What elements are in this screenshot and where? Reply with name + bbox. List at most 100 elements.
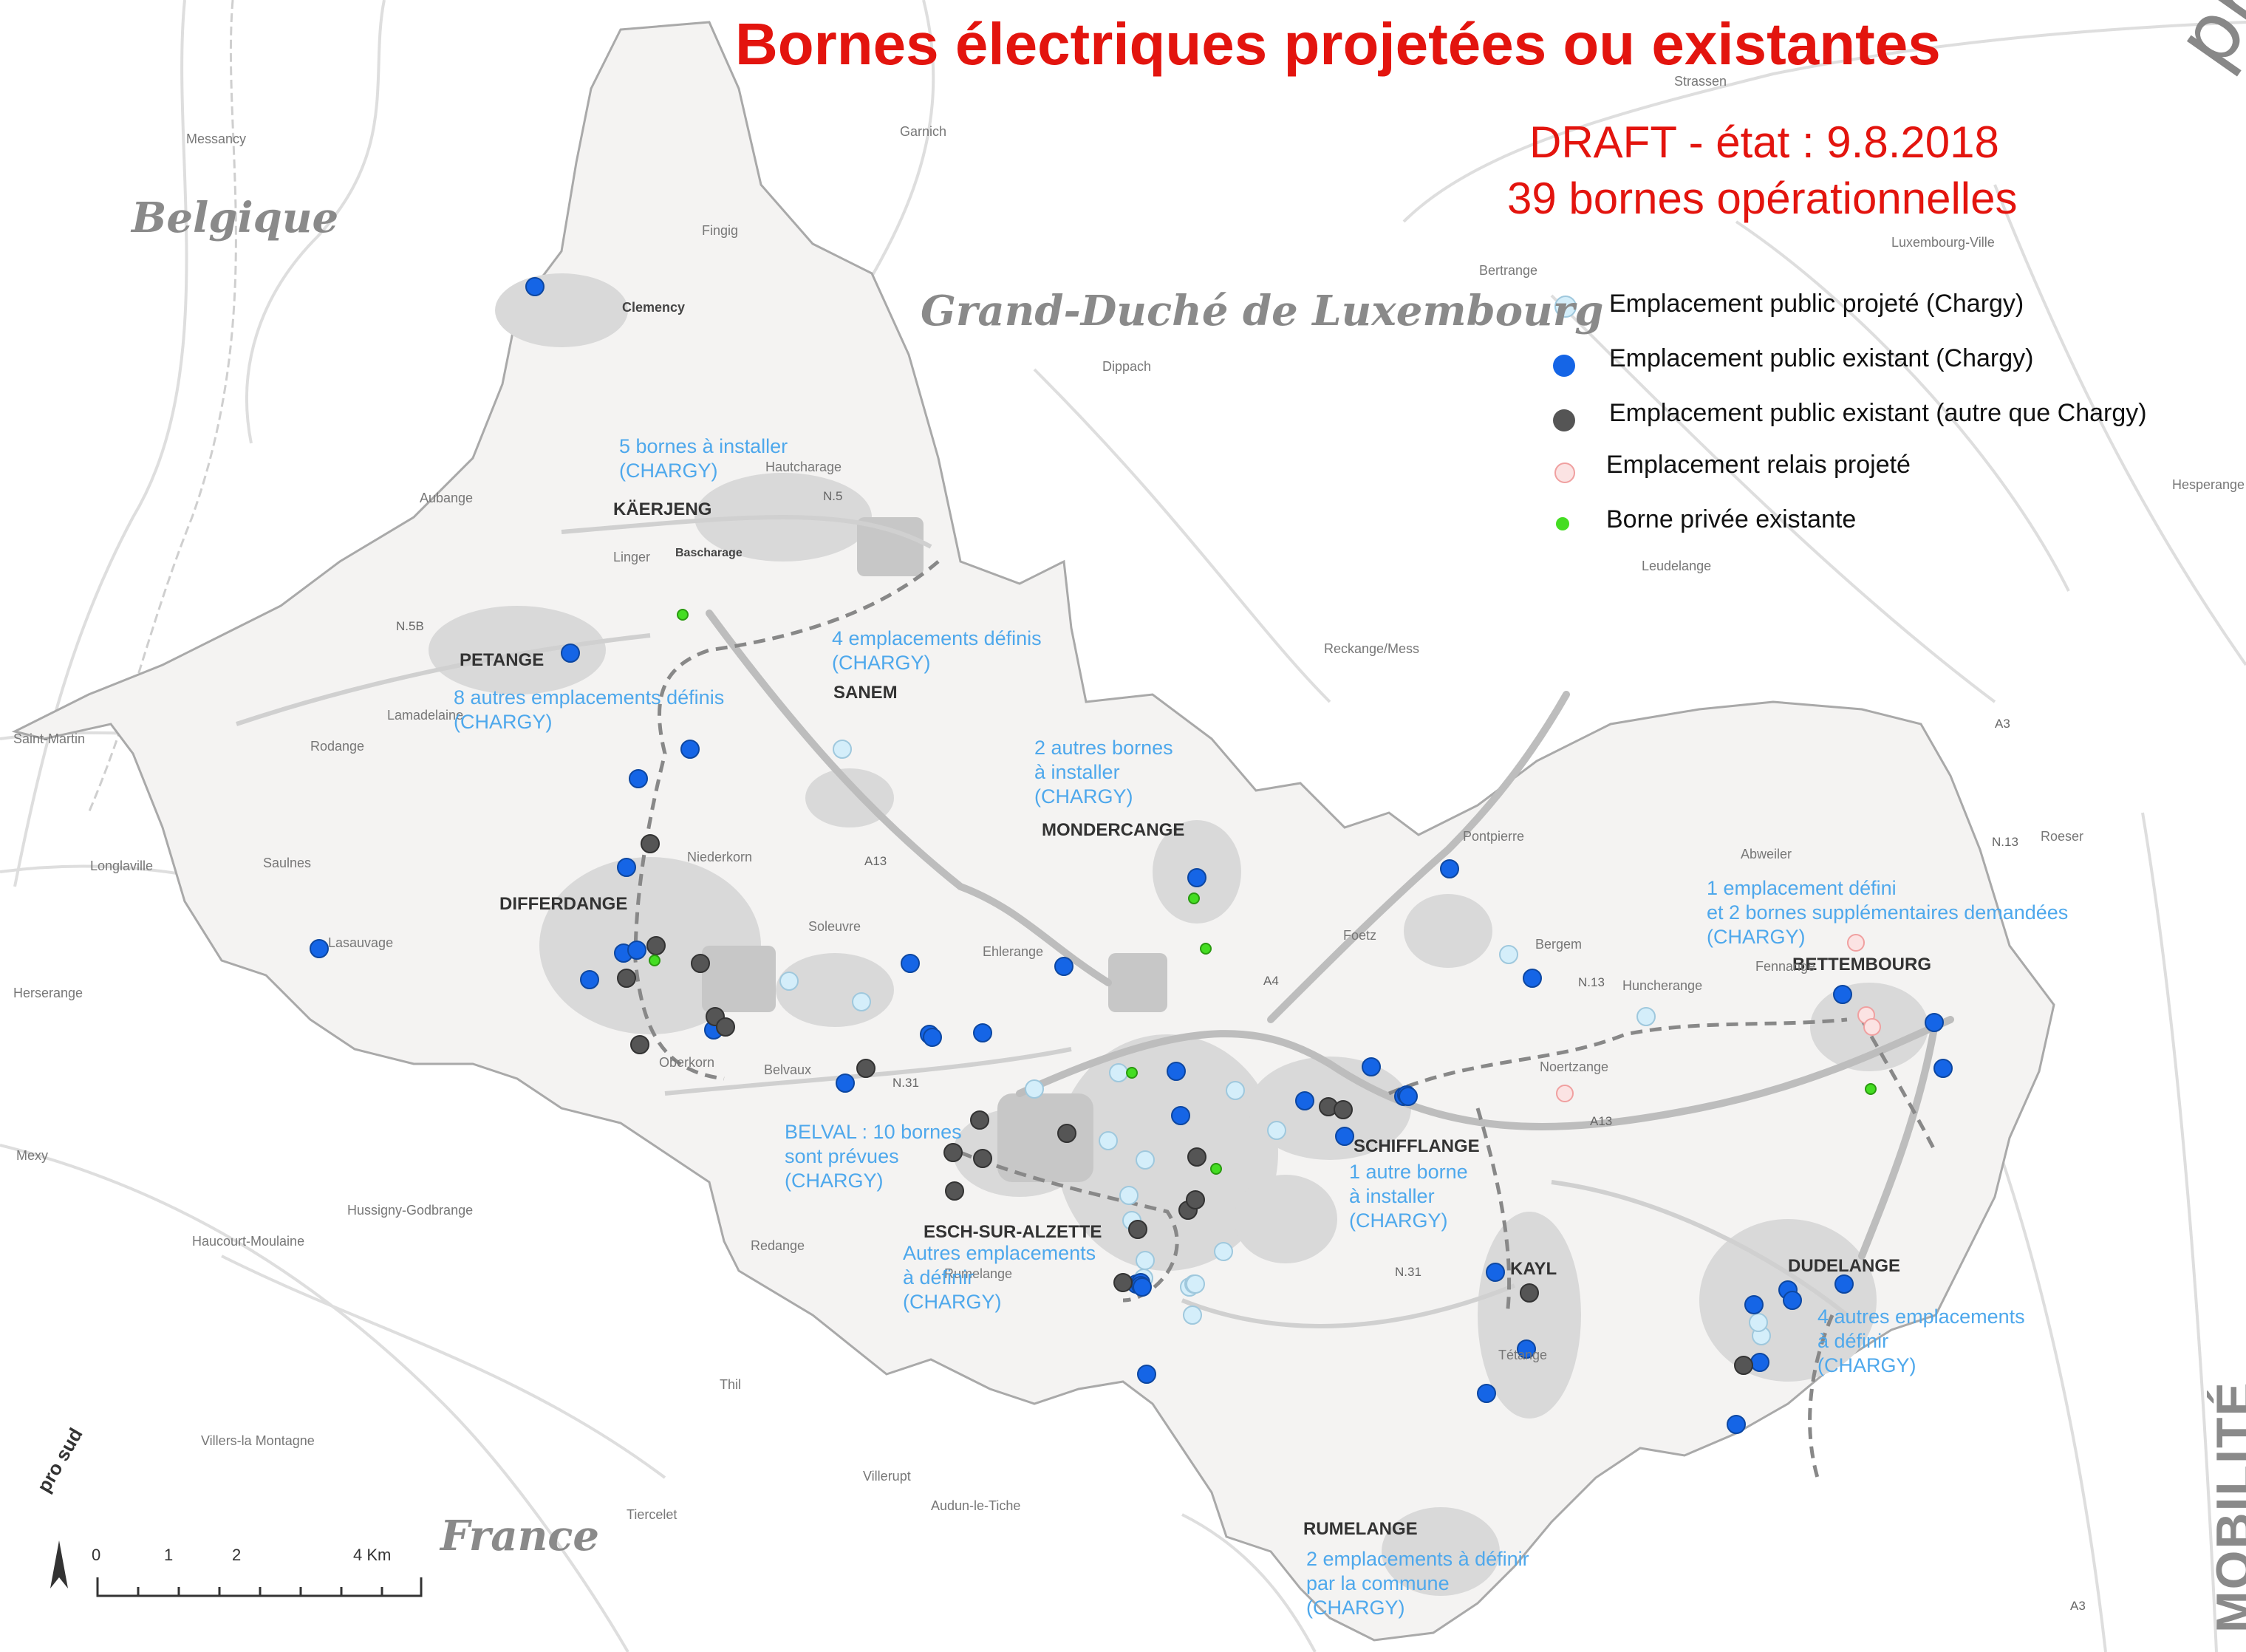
marker-public-existant-chargy[interactable] xyxy=(1137,1365,1156,1384)
marker-public-existant-chargy[interactable] xyxy=(1834,1274,1854,1294)
marker-public-existant-chargy[interactable] xyxy=(617,858,636,877)
note-belval: BELVAL : 10 bornes sont prévues (CHARGY) xyxy=(785,1121,962,1192)
marker-privee-existante[interactable] xyxy=(1210,1163,1222,1175)
marker-public-existant-autre[interactable] xyxy=(856,1059,875,1078)
marker-public-existant-chargy[interactable] xyxy=(923,1028,942,1047)
marker-public-existant-chargy[interactable] xyxy=(1486,1263,1505,1282)
marker-public-existant-autre[interactable] xyxy=(1734,1356,1753,1375)
commune-label: BETTEMBOURG xyxy=(1792,955,1931,975)
road-label: A13 xyxy=(864,854,887,868)
marker-relais-projete[interactable] xyxy=(1847,934,1865,952)
marker-public-existant-chargy[interactable] xyxy=(1477,1384,1496,1403)
marker-public-existant-chargy[interactable] xyxy=(1750,1353,1769,1372)
locality-label: Luxembourg-Ville xyxy=(1891,235,1995,250)
marker-public-existant-autre[interactable] xyxy=(646,936,666,955)
locality-label: Haucourt-Moulaine xyxy=(192,1234,305,1249)
marker-public-existant-autre[interactable] xyxy=(1520,1283,1539,1303)
marker-public-projete[interactable] xyxy=(1136,1150,1155,1170)
marker-public-existant-chargy[interactable] xyxy=(1727,1415,1746,1434)
marker-public-projete[interactable] xyxy=(1186,1274,1205,1294)
country-label-france: France xyxy=(440,1512,600,1560)
marker-public-existant-chargy[interactable] xyxy=(1925,1013,1944,1032)
marker-privee-existante[interactable] xyxy=(1200,943,1212,955)
marker-public-existant-autre[interactable] xyxy=(1186,1190,1205,1209)
marker-public-existant-autre[interactable] xyxy=(617,969,636,988)
marker-public-existant-chargy[interactable] xyxy=(836,1074,855,1093)
locality-label: Oberkorn xyxy=(659,1055,715,1070)
legend-label-public-existant-chargy: Emplacement public existant (Chargy) xyxy=(1609,344,2034,372)
marker-public-existant-chargy[interactable] xyxy=(1933,1059,1953,1078)
marker-privee-existante[interactable] xyxy=(1188,892,1200,904)
marker-public-projete[interactable] xyxy=(1183,1305,1202,1325)
marker-public-existant-autre[interactable] xyxy=(1334,1100,1353,1119)
marker-public-projete[interactable] xyxy=(1214,1242,1233,1261)
marker-privee-existante[interactable] xyxy=(1126,1067,1138,1079)
marker-public-existant-chargy[interactable] xyxy=(1744,1295,1764,1314)
marker-public-existant-autre[interactable] xyxy=(630,1035,649,1054)
marker-public-existant-chargy[interactable] xyxy=(1399,1087,1418,1106)
locality-label: Pontpierre xyxy=(1463,829,1525,844)
marker-public-existant-chargy[interactable] xyxy=(1833,985,1852,1004)
marker-public-projete[interactable] xyxy=(1099,1131,1118,1150)
marker-public-projete[interactable] xyxy=(1136,1251,1155,1270)
scale-label: 1 xyxy=(164,1546,174,1564)
marker-public-existant-chargy[interactable] xyxy=(973,1023,992,1042)
marker-public-existant-autre[interactable] xyxy=(973,1149,992,1168)
marker-relais-projete[interactable] xyxy=(1863,1018,1881,1036)
marker-public-existant-autre[interactable] xyxy=(1113,1273,1133,1292)
marker-public-existant-chargy[interactable] xyxy=(1054,957,1073,976)
marker-public-existant-autre[interactable] xyxy=(1057,1124,1076,1143)
marker-public-existant-chargy[interactable] xyxy=(1295,1091,1314,1110)
marker-public-existant-autre[interactable] xyxy=(716,1017,735,1037)
locality-label: Bergem xyxy=(1535,937,1583,952)
marker-public-projete[interactable] xyxy=(1119,1186,1139,1205)
marker-public-existant-chargy[interactable] xyxy=(1517,1339,1536,1359)
marker-public-existant-chargy[interactable] xyxy=(1187,868,1206,887)
commune-label: DIFFERDANGE xyxy=(499,894,628,914)
marker-public-existant-chargy[interactable] xyxy=(629,769,648,788)
locality-label: Abweiler xyxy=(1741,847,1792,861)
marker-relais-projete[interactable] xyxy=(1556,1085,1574,1102)
marker-public-existant-chargy[interactable] xyxy=(680,740,700,759)
marker-public-existant-chargy[interactable] xyxy=(1783,1291,1802,1310)
marker-public-existant-autre[interactable] xyxy=(943,1143,963,1162)
road-label: N.31 xyxy=(1395,1265,1421,1279)
marker-public-projete[interactable] xyxy=(1025,1079,1044,1099)
marker-public-existant-autre[interactable] xyxy=(970,1110,989,1130)
marker-public-existant-chargy[interactable] xyxy=(627,941,646,960)
marker-public-existant-chargy[interactable] xyxy=(1440,859,1459,878)
marker-public-projete[interactable] xyxy=(779,972,799,991)
marker-public-existant-chargy[interactable] xyxy=(1523,969,1542,988)
note-esch: Autres emplacements à définir (CHARGY) xyxy=(903,1242,1096,1313)
marker-public-projete[interactable] xyxy=(1109,1063,1128,1082)
marker-public-existant-chargy[interactable] xyxy=(1133,1277,1152,1297)
marker-public-projete[interactable] xyxy=(1499,945,1518,964)
marker-public-existant-autre[interactable] xyxy=(691,954,710,973)
marker-public-projete[interactable] xyxy=(852,992,871,1011)
marker-public-existant-chargy[interactable] xyxy=(580,970,599,989)
marker-privee-existante[interactable] xyxy=(649,955,661,966)
marker-public-existant-autre[interactable] xyxy=(1128,1220,1147,1239)
marker-public-existant-chargy[interactable] xyxy=(901,954,920,973)
marker-public-existant-chargy[interactable] xyxy=(1362,1057,1381,1076)
scale-label: 0 xyxy=(92,1546,101,1564)
marker-public-existant-chargy[interactable] xyxy=(525,277,545,296)
commune-label: SANEM xyxy=(833,683,898,703)
marker-public-existant-chargy[interactable] xyxy=(1167,1062,1186,1081)
marker-privee-existante[interactable] xyxy=(1865,1083,1877,1095)
marker-public-existant-chargy[interactable] xyxy=(1171,1106,1190,1125)
marker-public-existant-autre[interactable] xyxy=(1187,1147,1206,1167)
note-schifflange: 1 autre borne à installer (CHARGY) xyxy=(1349,1161,1468,1232)
marker-public-existant-chargy[interactable] xyxy=(310,939,329,958)
marker-public-projete[interactable] xyxy=(1636,1007,1656,1026)
marker-public-projete[interactable] xyxy=(1267,1121,1286,1140)
marker-public-existant-autre[interactable] xyxy=(945,1181,964,1201)
marker-public-existant-chargy[interactable] xyxy=(561,644,580,663)
marker-public-projete[interactable] xyxy=(1226,1081,1245,1100)
marker-public-existant-chargy[interactable] xyxy=(1335,1127,1354,1146)
legend-label-public-existant-autre: Emplacement public existant (autre que C… xyxy=(1609,399,2147,427)
marker-public-existant-autre[interactable] xyxy=(641,834,660,853)
marker-privee-existante[interactable] xyxy=(677,609,689,621)
marker-public-projete[interactable] xyxy=(1749,1313,1768,1332)
marker-public-projete[interactable] xyxy=(833,740,852,759)
